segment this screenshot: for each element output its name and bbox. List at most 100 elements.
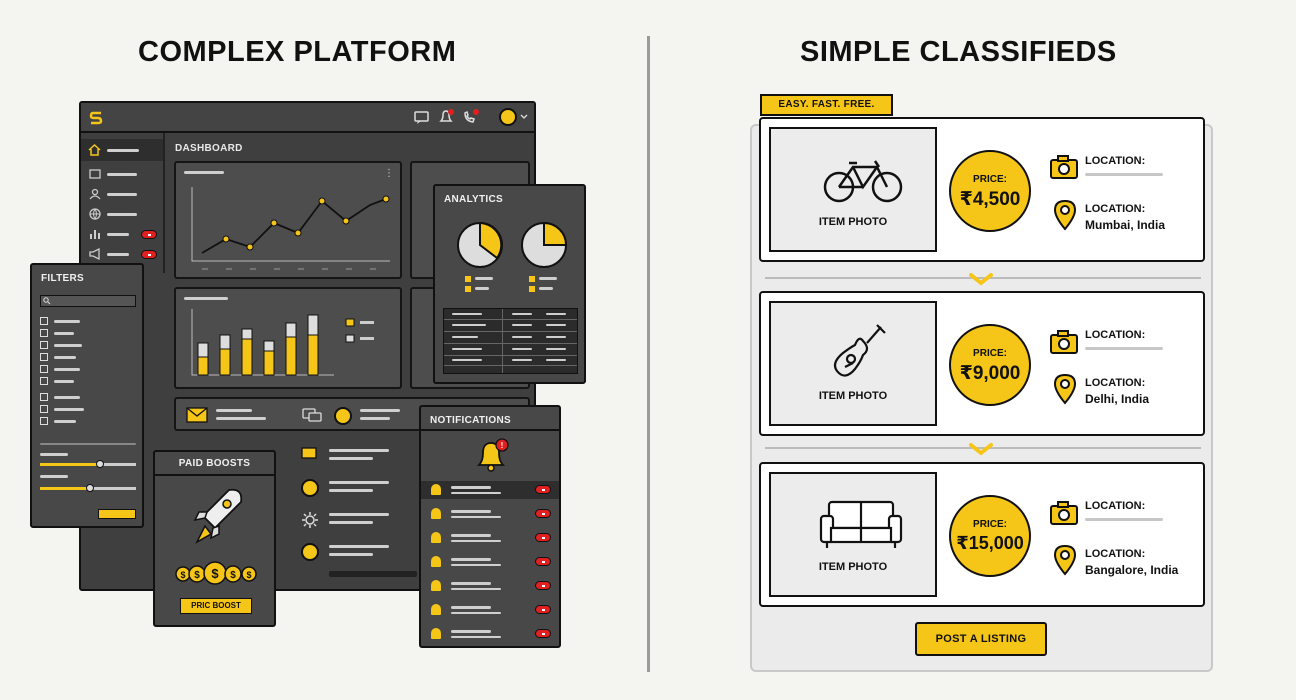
item-photo: ITEM PHOTO <box>769 301 937 426</box>
chevron-down-icon[interactable] <box>520 114 528 120</box>
notification-list <box>421 481 559 645</box>
simple-classifieds-heading: SIMPLE CLASSIFIEDS <box>800 36 1117 68</box>
phone-icon[interactable] <box>462 109 480 125</box>
item-photo: ITEM PHOTO <box>769 472 937 597</box>
sidebar-item-messages[interactable] <box>81 167 163 183</box>
sidebar-item-users[interactable] <box>81 187 163 203</box>
bar-chart-icon <box>90 230 100 239</box>
connector-line <box>765 447 1201 449</box>
sidebar <box>81 133 165 273</box>
item-photo-label: ITEM PHOTO <box>818 216 888 228</box>
connector-line <box>765 277 1201 279</box>
dashboard-title: DASHBOARD <box>175 143 243 154</box>
bell-icon <box>431 580 441 591</box>
filter-checkbox[interactable] <box>40 393 48 401</box>
list-item[interactable] <box>421 553 559 571</box>
user-icon <box>301 543 319 561</box>
sidebar-item-campaigns[interactable] <box>81 247 163 263</box>
guitar-icon <box>833 324 886 377</box>
filter-checkbox[interactable] <box>40 405 48 413</box>
bell-icon[interactable] <box>438 109 456 125</box>
filter-search-input[interactable] <box>40 295 136 307</box>
notifications-panel: NOTIFICATIONS ! <box>419 405 561 648</box>
pie-chart-left <box>457 221 503 268</box>
filters-panel: FILTERS <box>30 263 144 528</box>
complex-platform-heading: COMPLEX PLATFORM <box>138 36 457 68</box>
filters-title: FILTERS <box>41 273 85 284</box>
listing-card[interactable]: ITEM PHOTO PRICE: ₹15,000 LOCATION: LOCA… <box>759 462 1205 607</box>
camera-icon <box>1050 155 1078 179</box>
sidebar-item-home[interactable] <box>81 139 163 161</box>
megaphone-icon <box>89 248 100 260</box>
bell-icon <box>431 484 441 495</box>
price-badge: PRICE: ₹9,000 <box>949 324 1031 406</box>
sidebar-item-global[interactable] <box>81 207 163 223</box>
apply-filter-button[interactable] <box>98 509 136 519</box>
item-photo-label: ITEM PHOTO <box>818 561 888 573</box>
price-value: ₹9,000 <box>959 363 1021 384</box>
location-label: LOCATION: <box>1085 548 1146 560</box>
mail-icon <box>186 407 208 423</box>
bar-chart <box>191 309 374 376</box>
item-photo-label: ITEM PHOTO <box>818 390 888 402</box>
chat-icon[interactable] <box>414 111 430 125</box>
post-listing-button[interactable]: POST A LISTING <box>915 622 1047 656</box>
notifications-title: NOTIFICATIONS <box>430 415 511 426</box>
filter-checkbox[interactable] <box>40 417 48 425</box>
camera-icon <box>1050 501 1078 525</box>
location-label: LOCATION: <box>1085 377 1146 389</box>
avatar <box>334 407 352 425</box>
price-value: ₹15,000 <box>956 533 1024 553</box>
filter-checkbox[interactable] <box>40 317 48 325</box>
top-bar <box>81 103 534 133</box>
price-value: ₹4,500 <box>959 189 1021 210</box>
filter-checkbox[interactable] <box>40 329 48 337</box>
listing-card[interactable]: ITEM PHOTO PRICE: ₹4,500 LOCATION: LOCAT… <box>759 117 1205 262</box>
coins-icon: $$$$$ <box>175 561 257 585</box>
list-item[interactable] <box>421 529 559 547</box>
search-icon <box>43 297 51 305</box>
location-value: Bangalore, India <box>1085 563 1179 577</box>
avatar[interactable] <box>499 108 517 126</box>
bell-icon <box>431 604 441 615</box>
list-item[interactable] <box>421 625 559 643</box>
bell-icon: ! <box>476 438 509 472</box>
filter-checkbox[interactable] <box>40 377 48 385</box>
bell-icon <box>431 556 441 567</box>
chat-bubbles-icon <box>302 408 322 422</box>
filter-checkbox[interactable] <box>40 365 48 373</box>
location-pin-icon <box>1053 199 1077 231</box>
filter-slider[interactable] <box>40 460 136 468</box>
price-boost-button[interactable]: PRIC BOOST <box>180 598 252 614</box>
bell-icon <box>431 532 441 543</box>
list-item[interactable] <box>421 505 559 523</box>
filter-slider[interactable] <box>40 484 136 492</box>
sidebar-item-stats[interactable] <box>81 227 163 243</box>
svg-text:$: $ <box>180 570 185 580</box>
location-label: LOCATION: <box>1085 155 1146 167</box>
filter-checkbox[interactable] <box>40 341 48 349</box>
list-item[interactable] <box>421 601 559 619</box>
location-value: Delhi, India <box>1085 392 1150 406</box>
paid-boosts-panel: PAID BOOSTS $$$$$ PRIC BOOST <box>153 450 276 627</box>
bell-icon <box>431 628 441 639</box>
analytics-panel: ANALYTICS <box>433 184 586 384</box>
filter-checkbox[interactable] <box>40 353 48 361</box>
logo-icon <box>89 111 103 125</box>
home-icon <box>88 144 101 156</box>
location-label: LOCATION: <box>1085 329 1146 341</box>
analytics-table <box>443 308 578 374</box>
slider-handle[interactable] <box>96 460 104 468</box>
card-icon <box>89 169 101 179</box>
price-label: PRICE: <box>973 174 1007 185</box>
location-value: Mumbai, India <box>1085 218 1166 232</box>
slider-handle[interactable] <box>86 484 94 492</box>
list-item[interactable] <box>421 481 559 499</box>
price-label: PRICE: <box>973 519 1007 530</box>
list-item[interactable] <box>421 577 559 595</box>
chevron-down-icon <box>969 443 993 456</box>
location-pin-icon <box>1053 544 1077 576</box>
listing-card[interactable]: ITEM PHOTO PRICE: ₹9,000 LOCATION: LOCAT… <box>759 291 1205 436</box>
svg-text:$: $ <box>246 570 251 580</box>
bell-icon <box>431 508 441 519</box>
